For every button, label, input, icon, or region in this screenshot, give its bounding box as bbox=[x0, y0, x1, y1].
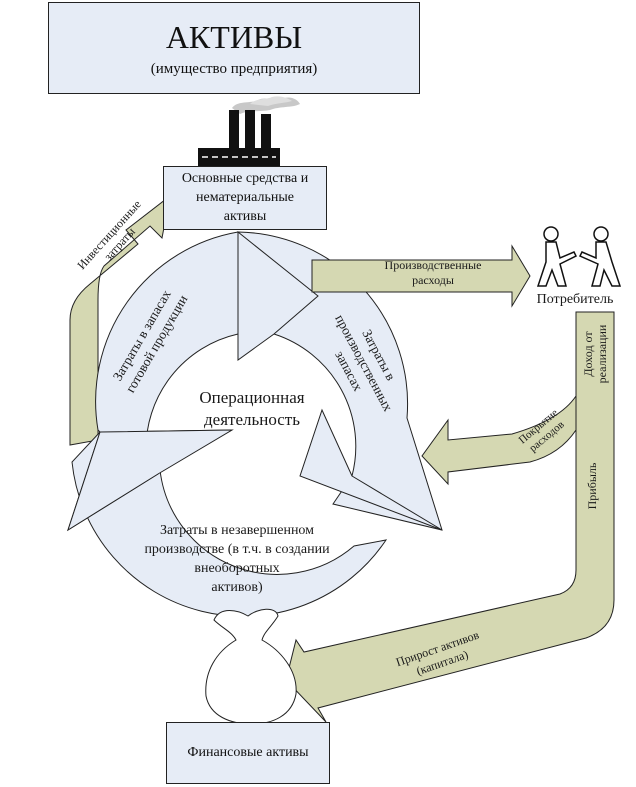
production-costs-label-2: расходы bbox=[412, 273, 454, 287]
wip-label-2: производстве (в т.ч. в создании bbox=[144, 542, 330, 557]
consumer-label: Потребитель bbox=[537, 292, 614, 307]
income-profit-arrow bbox=[285, 311, 615, 723]
wip-label-3: внеоборотных bbox=[194, 561, 279, 576]
production-costs-arrow bbox=[311, 244, 531, 308]
income-label-1: Доход от bbox=[581, 331, 595, 377]
income-label-2: реализации bbox=[595, 324, 609, 383]
financial-assets-label: Финансовые активы bbox=[187, 745, 309, 760]
operating-cycle bbox=[67, 230, 443, 617]
money-bag-icon bbox=[205, 608, 297, 725]
cost-coverage-arrow bbox=[421, 394, 577, 486]
fixed-assets-line-1: Основные средства и bbox=[181, 171, 309, 186]
financial-assets-box: Финансовые активы bbox=[166, 722, 330, 784]
fixed-assets-line-3: активы bbox=[223, 209, 267, 224]
assets-title-box: АКТИВЫ (имущество предприятия) bbox=[48, 2, 420, 94]
assets-title: АКТИВЫ bbox=[165, 19, 303, 55]
wip-label-1: Затраты в незавершенном bbox=[160, 523, 314, 538]
factory-icon bbox=[198, 96, 300, 168]
profit-label: Прибыль bbox=[585, 462, 599, 509]
wip-label-4: активов) bbox=[211, 580, 263, 595]
assets-subtitle: (имущество предприятия) bbox=[150, 61, 318, 77]
center-line-2: деятельность bbox=[204, 410, 300, 429]
production-costs-label-1: Производственные bbox=[385, 258, 482, 272]
center-line-1: Операционная bbox=[199, 388, 304, 407]
fixed-assets-box: Основные средства и нематериальные актив… bbox=[163, 166, 327, 230]
fixed-assets-line-2: нематериальные bbox=[196, 190, 294, 205]
consumers-icon bbox=[536, 226, 622, 287]
